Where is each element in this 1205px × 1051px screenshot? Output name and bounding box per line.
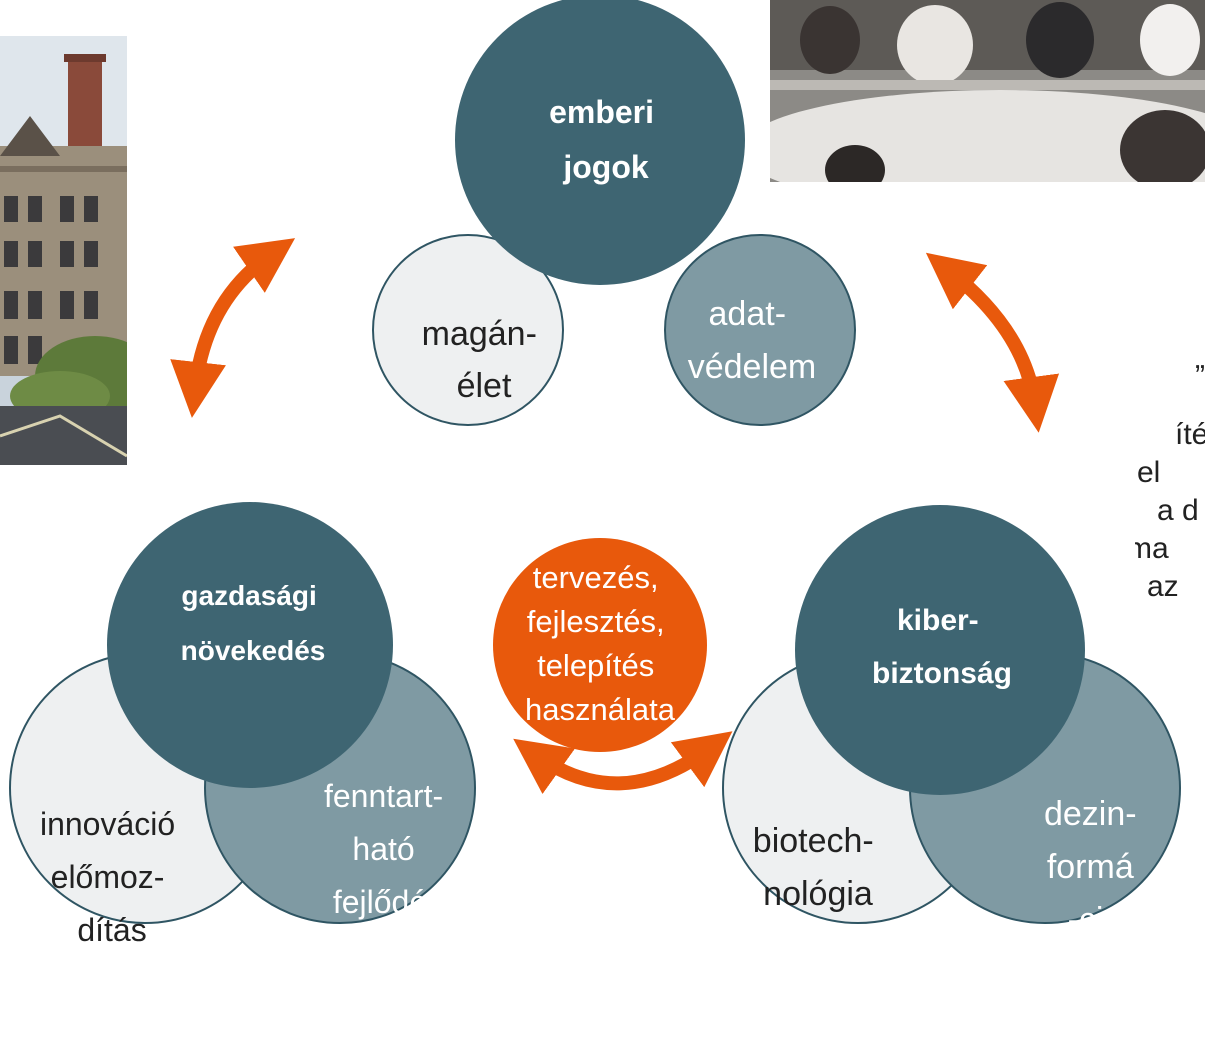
center-circle <box>493 538 707 752</box>
clipped-quote-text: „ íté el a d ma az <box>1135 340 1205 800</box>
group-emberi-jogok <box>372 0 856 426</box>
arrow-left <box>170 238 296 418</box>
label-fenntarthato: fenntart- ható fejlődés <box>324 778 452 920</box>
meeting-photo <box>770 0 1205 182</box>
label-gazdasagi-novekedes: gazdasági növekedés <box>181 580 326 666</box>
circle-emberi-jogok <box>455 0 745 285</box>
clipped-line-3: el <box>1137 456 1161 489</box>
clipped-line-4: a d <box>1157 494 1199 527</box>
arrow-bottom <box>513 731 733 795</box>
label-adatvedelem: adat- védelem <box>688 295 817 386</box>
clipped-line-1: „ <box>1195 342 1205 375</box>
circle-adatvedelem <box>664 234 856 426</box>
label-emberi-jogok: emberi jogok <box>549 94 663 185</box>
label-magan-elet: magán- élet <box>422 315 547 405</box>
label-kiberbiztonsag: kiber- biztonság <box>872 604 1012 690</box>
circle-gazdasagi-novekedes <box>107 502 393 788</box>
building-photo <box>0 36 127 465</box>
circle-kiberbiztonsag <box>795 505 1085 795</box>
arrow-right <box>925 252 1060 433</box>
clipped-line-6: az <box>1147 570 1179 603</box>
label-biotechnologia: biotech- nológia <box>753 822 883 913</box>
clipped-line-5: ma <box>1135 532 1169 565</box>
label-innovacio: innováció előmoz- dítás <box>40 806 184 948</box>
label-dezinformacio: dezin- formá -ció <box>1044 795 1146 939</box>
label-center: tervezés, fejlesztés, telepítés használa… <box>525 560 676 727</box>
group-gazdasagi-novekedes <box>9 502 476 924</box>
group-kiberbiztonsag <box>722 505 1181 924</box>
circle-magan-elet <box>372 234 564 426</box>
clipped-line-2: íté <box>1175 418 1205 451</box>
